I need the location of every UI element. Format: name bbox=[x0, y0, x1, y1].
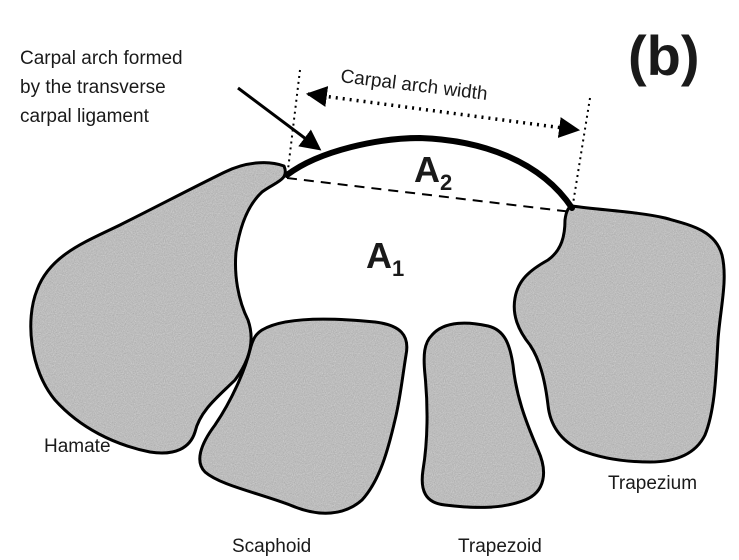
arch-width-label: Carpal arch width bbox=[339, 66, 488, 105]
trapezoid-label: Trapezoid bbox=[458, 536, 542, 557]
panel-label: (b) bbox=[628, 24, 700, 87]
area-a1-label: A1 bbox=[366, 235, 404, 281]
trapezium-bone bbox=[514, 206, 724, 462]
arch-pointer-arrow bbox=[238, 88, 318, 148]
trapezium-label: Trapezium bbox=[608, 473, 697, 494]
right-width-guide bbox=[572, 98, 590, 210]
arch-label-line-1: Carpal arch formed bbox=[20, 48, 183, 69]
area-a2-label: A2 bbox=[414, 149, 452, 195]
left-width-guide bbox=[287, 70, 300, 178]
arch-label-line-3: carpal ligament bbox=[20, 106, 150, 127]
trapezoid-bone bbox=[422, 323, 543, 507]
arch-label-line-2: by the transverse bbox=[20, 77, 166, 98]
scaphoid-label: Scaphoid bbox=[232, 536, 311, 557]
hamate-label: Hamate bbox=[44, 436, 111, 457]
